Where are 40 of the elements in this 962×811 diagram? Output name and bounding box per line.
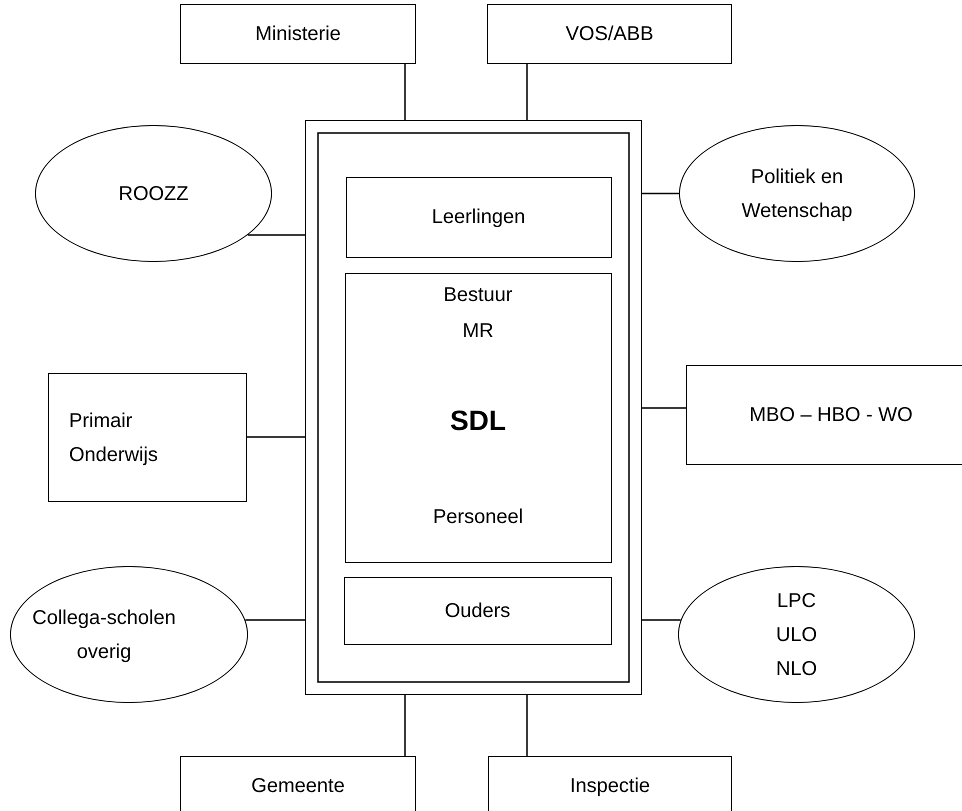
node-label: Inspectie — [568, 774, 652, 799]
school-ellipse — [678, 566, 915, 703]
node-label: ROOZZ — [118, 182, 190, 206]
group-box — [346, 176, 612, 258]
node-label: Ministerie — [254, 22, 342, 47]
node-label: Gemeente — [250, 774, 346, 799]
node-label: MBO – HBO - WO — [748, 403, 914, 428]
connector-line — [404, 695, 406, 756]
organisation-box — [344, 272, 612, 562]
connector-line — [642, 619, 681, 621]
inspection-box — [488, 756, 732, 811]
connector-line — [642, 407, 686, 409]
node-label: LPC ULO NLO — [774, 588, 818, 682]
node-label: Primair Onderwijs — [68, 408, 159, 468]
node-label: MR — [461, 318, 495, 344]
node-label: Ouders — [444, 598, 512, 624]
connector-line — [526, 695, 528, 756]
node-label: VOS/ABB — [564, 22, 654, 47]
node-label: Personeel — [432, 504, 524, 530]
connector-line — [248, 234, 305, 236]
node-label: Leerlingen — [430, 205, 526, 230]
connector-line — [642, 192, 679, 194]
node-label: Bestuur — [442, 282, 514, 308]
connector-line — [245, 619, 305, 621]
education-box — [48, 373, 247, 502]
organisation-box — [487, 4, 732, 64]
connector-line — [404, 64, 406, 120]
node-label: Politiek en Wetenschap — [740, 164, 854, 224]
title-label: SDL — [449, 404, 507, 438]
stakeholder-ellipse — [35, 125, 272, 262]
stakeholder-ellipse — [10, 566, 248, 703]
education-box — [686, 365, 962, 465]
node-label: Collega-scholen overig — [31, 606, 177, 664]
ministry-box — [180, 4, 416, 64]
municipality-box — [180, 756, 416, 811]
connector-line — [247, 436, 305, 438]
stakeholder-ellipse — [679, 125, 915, 262]
group-box — [344, 576, 612, 644]
connector-line — [526, 64, 528, 120]
double-frame — [305, 120, 642, 695]
